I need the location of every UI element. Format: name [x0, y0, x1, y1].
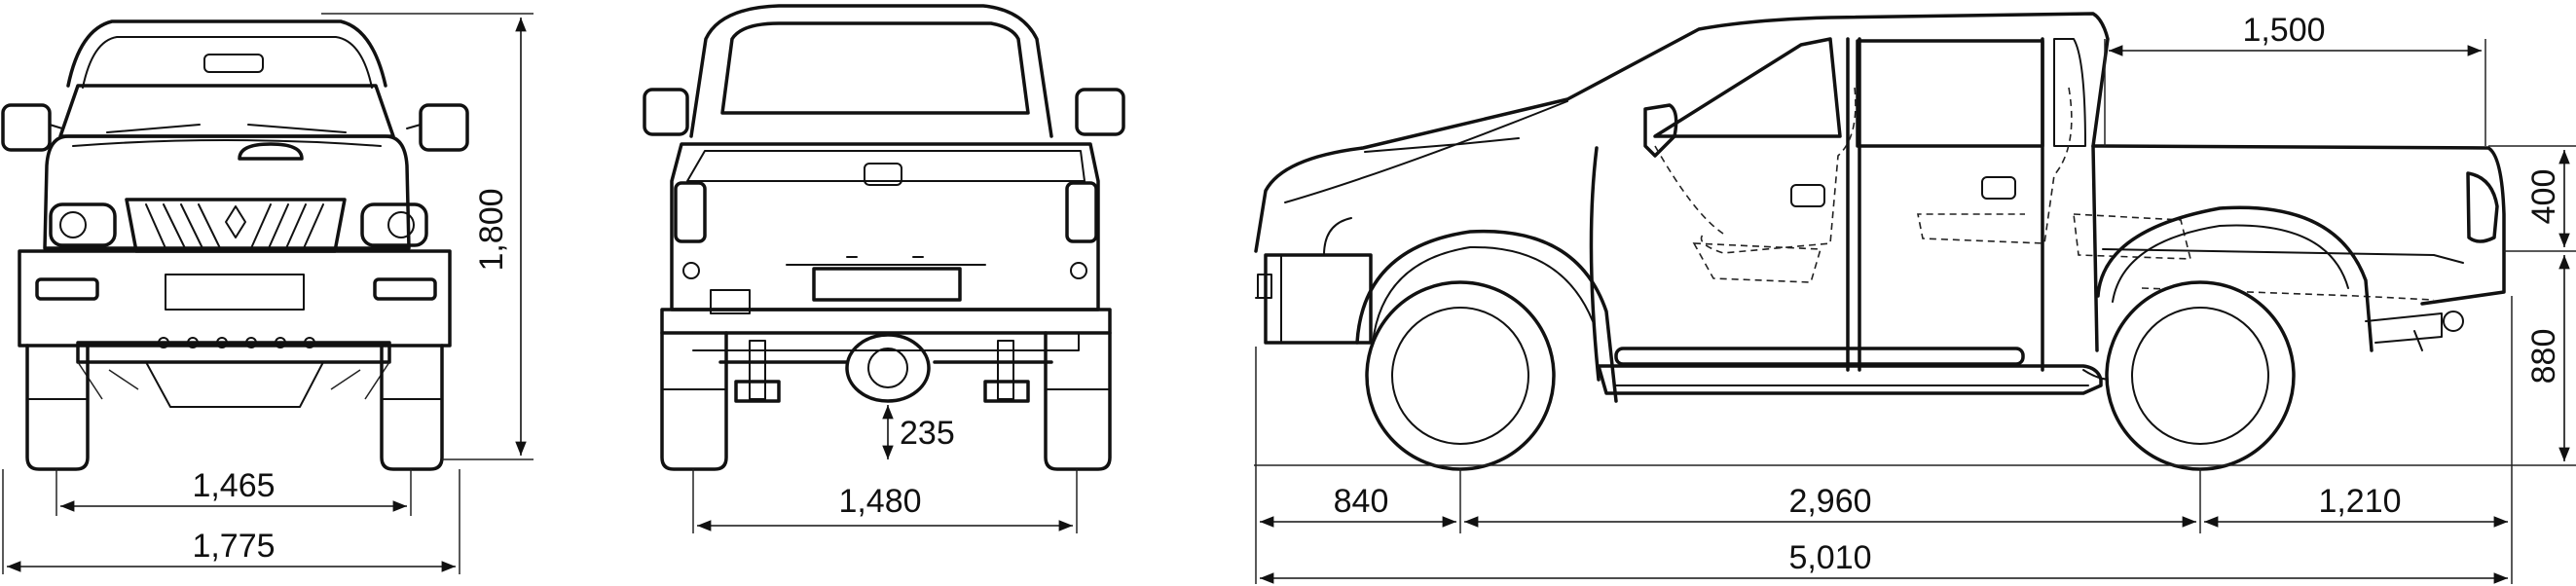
front-track-label: 1,465 [192, 467, 275, 504]
rear-overhang-label: 1,210 [2318, 483, 2401, 520]
wheelbase-label: 2,960 [1788, 483, 1871, 520]
rear-view [643, 4, 1125, 471]
front-overhang-label: 840 [1334, 483, 1389, 520]
front-view [1, 19, 469, 471]
overall-width-label: 1,775 [192, 528, 275, 565]
rear-track-label: 1,480 [838, 483, 921, 520]
dimension-labels: 1,465 1,775 1,800 235 1,480 1,500 400 88… [192, 12, 2562, 576]
dimension-lines [2, 13, 2576, 584]
bed-floor-height-label: 880 [2525, 329, 2562, 385]
bed-depth-label: 400 [2525, 169, 2562, 225]
ground-clearance-label: 235 [900, 415, 955, 452]
side-view [1254, 12, 2506, 471]
overall-height-label: 1,800 [473, 188, 510, 271]
overall-length-label: 5,010 [1788, 539, 1871, 576]
bed-length-label: 1,500 [2242, 12, 2325, 49]
